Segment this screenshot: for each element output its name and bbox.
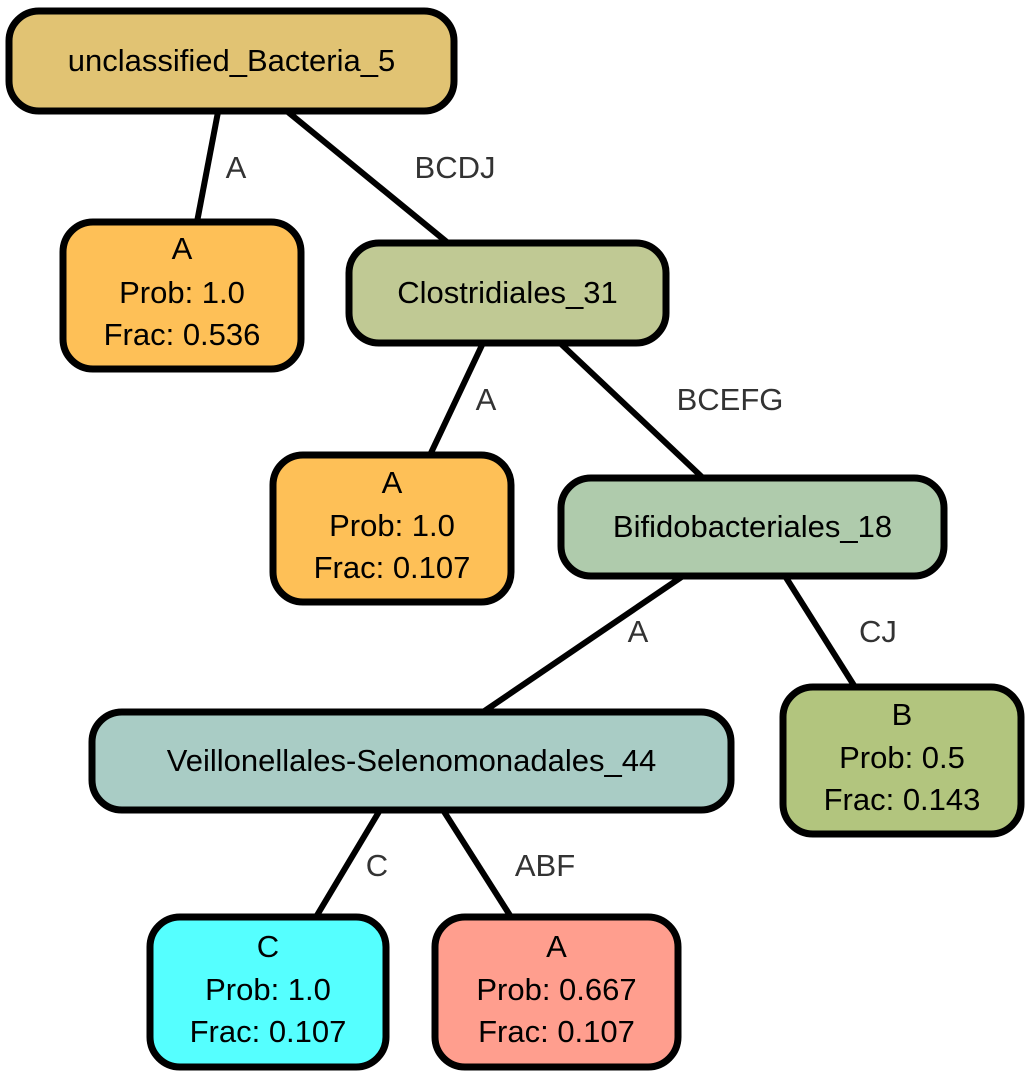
edges [194,109,858,919]
edge-label-root-to-a1: A [226,150,247,185]
edge-label-veillo-to-a3: ABF [515,848,575,883]
leaf-frac: Frac: 0.107 [314,550,471,585]
node-box [88,708,735,814]
node-bifidobacteriales: Bifidobacteriales_18 [557,474,948,580]
node-veillonellales: Veillonellales-Selenomonadales_44 [88,708,735,814]
edge-veillo-to-leaf-a3 [440,808,514,919]
leaf-frac: Frac: 0.536 [104,317,261,352]
edge-labels: A BCDJ A BCEFG A CJ C ABF [226,150,897,883]
node-leaf-a2: A Prob: 1.0 Frac: 0.107 [269,451,515,606]
leaf-prob: Prob: 1.0 [119,275,245,310]
node-label: unclassified_Bacteria_5 [68,43,395,78]
node-leaf-c: C Prob: 1.0 Frac: 0.107 [146,913,390,1071]
edge-label-bifido-to-b: CJ [859,614,897,649]
node-box [345,239,670,347]
node-box [269,451,515,606]
edge-clostridiales-to-leaf-a2 [427,341,486,457]
node-clostridiales: Clostridiales_31 [345,239,670,347]
node-label: Bifidobacteriales_18 [613,509,892,544]
leaf-frac: Frac: 0.143 [824,782,981,817]
edge-label-veillo-to-c: C [366,848,388,883]
edge-label-clostridiales-to-bifido: BCEFG [677,382,784,417]
leaf-class: A [546,929,567,964]
leaf-prob: Prob: 0.5 [839,740,965,775]
node-box [779,683,1025,838]
leaf-class: A [172,231,193,266]
edge-label-bifido-to-veillo: A [628,614,649,649]
node-box [5,7,458,115]
node-box [431,913,682,1071]
leaf-frac: Frac: 0.107 [478,1014,635,1049]
node-leaf-a1: A Prob: 1.0 Frac: 0.536 [59,218,305,373]
node-box [59,218,305,373]
leaf-prob: Prob: 1.0 [205,972,331,1007]
edge-veillo-to-leaf-c [313,808,383,919]
leaf-class: C [257,929,279,964]
leaf-prob: Prob: 0.667 [476,972,636,1007]
leaf-prob: Prob: 1.0 [329,508,455,543]
node-leaf-a3: A Prob: 0.667 Frac: 0.107 [431,913,682,1071]
node-label: Veillonellales-Selenomonadales_44 [167,743,656,778]
node-box [557,474,948,580]
edge-bifido-to-veillo [481,573,685,715]
node-label: Clostridiales_31 [397,275,618,310]
leaf-class: A [382,465,403,500]
node-box [146,913,390,1071]
leaf-class: B [892,697,913,732]
node-leaf-b: B Prob: 0.5 Frac: 0.143 [779,683,1025,838]
node-root: unclassified_Bacteria_5 [5,7,458,115]
edge-label-clostridiales-to-a2: A [476,382,497,417]
edge-root-to-clostridiales [286,109,450,246]
leaf-frac: Frac: 0.107 [190,1014,347,1049]
edge-root-to-leaf-a1 [194,111,221,223]
edge-clostridiales-to-bifido [557,340,706,481]
edge-bifido-to-leaf-b [782,574,858,689]
edge-label-root-to-clostridiales: BCDJ [415,150,496,185]
